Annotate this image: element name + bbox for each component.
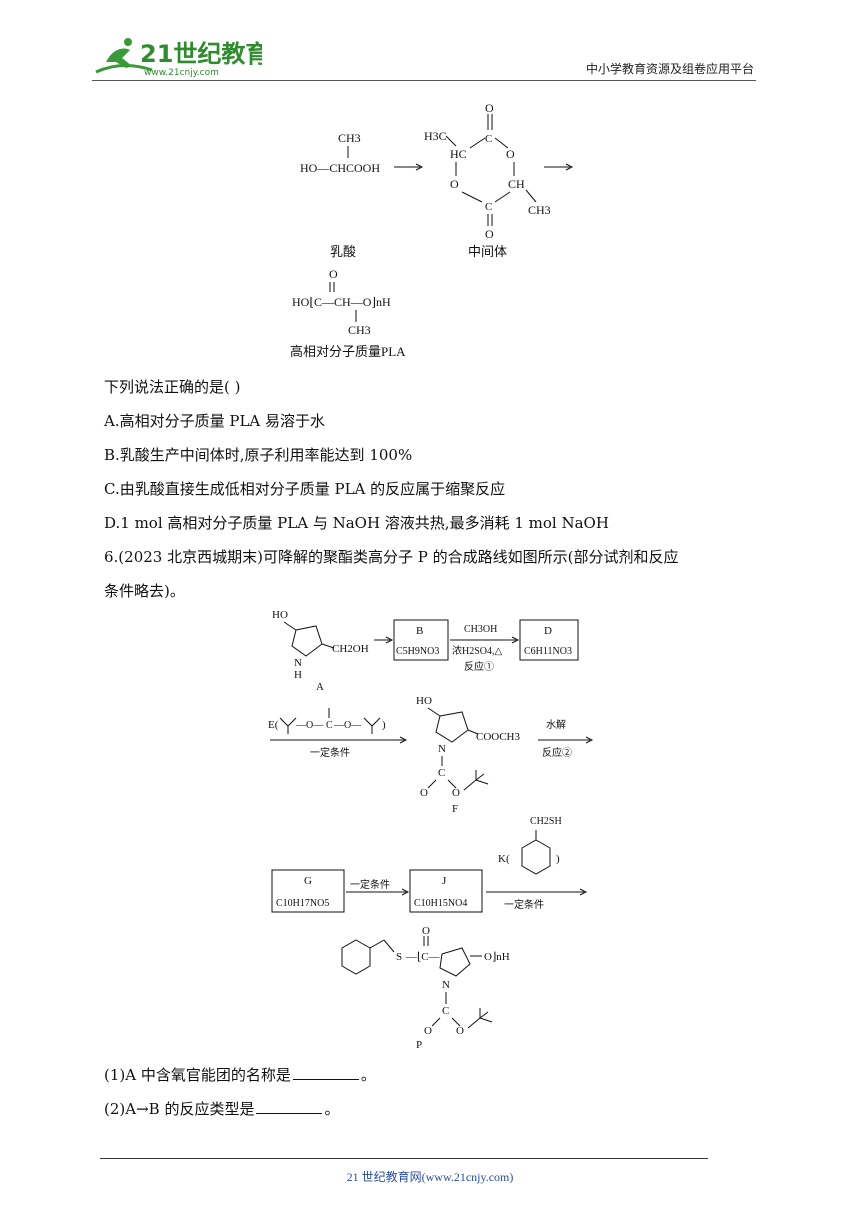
logo-url: www.21cnjy.com: [144, 68, 219, 78]
p-oh: O⌋nH: [484, 951, 510, 963]
mid-o-right: O: [506, 147, 515, 161]
svg-text:C: C: [442, 1005, 449, 1017]
footer-link[interactable]: 21 世纪教育网(www.21cnjy.com): [346, 1170, 514, 1184]
pla-formula: HO⌊C—CH—O⌋nH: [292, 295, 391, 309]
reagent-ch3oh: CH3OH: [464, 624, 497, 635]
f-label: F: [452, 803, 458, 815]
lactic-ch3: CH3: [338, 131, 361, 145]
g-formula: C10H17NO5: [276, 898, 329, 909]
mid-label: 中间体: [468, 244, 507, 259]
reaction-1: 反应①: [464, 660, 494, 673]
svg-text:N: N: [438, 743, 446, 755]
d-formula: C6H11NO3: [524, 646, 572, 657]
pla-ch3: CH3: [348, 323, 371, 337]
d-label: D: [544, 625, 552, 637]
q6-stem-line2: 条件略去)。: [104, 582, 185, 600]
mid-o-top: O: [485, 101, 494, 115]
q6-sub2: (2)A→B 的反应类型是。: [104, 1100, 340, 1118]
lactic-label: 乳酸: [330, 244, 356, 259]
answer-blank-2[interactable]: [256, 1101, 323, 1114]
k-ch2sh: CH2SH: [530, 816, 562, 827]
a-n: N: [294, 657, 302, 669]
answer-blank-1[interactable]: [292, 1067, 359, 1080]
mid-ch3: CH3: [528, 203, 551, 217]
platform-title: 中小学教育资源及组卷应用平台: [585, 62, 754, 76]
svg-text:O: O: [420, 787, 428, 799]
j-label: J: [442, 875, 447, 887]
svg-text:H: H: [294, 669, 302, 681]
svg-text:C: C: [438, 767, 445, 779]
f-ho: HO: [416, 695, 432, 707]
b-formula: C5H9NO3: [396, 646, 439, 657]
footer-divider: [100, 1158, 708, 1159]
mid-o-left: O: [450, 177, 459, 191]
j-formula: C10H15NO4: [414, 898, 467, 909]
svg-text:O: O: [424, 1025, 432, 1037]
p-label: P: [416, 1039, 422, 1050]
p-s: S: [396, 951, 402, 963]
svg-text:): ): [556, 853, 560, 865]
reagent-h2so4: 浓H2SO4,△: [452, 645, 503, 657]
runner-logo-icon: [106, 48, 132, 68]
mid-hc: HC: [450, 147, 467, 161]
logo-text: 21世纪教育: [140, 40, 262, 68]
svg-text:C: C: [485, 201, 492, 213]
f-cooch3: COOCH3: [476, 731, 521, 743]
svg-text:—O—: —O—: [295, 720, 324, 731]
k-label: K(: [498, 853, 510, 865]
b-label: B: [416, 625, 423, 637]
a-ho: HO: [272, 609, 288, 621]
mid-c-top: C: [485, 133, 492, 145]
q5-option-b: B.乳酸生产中间体时,原子利用率能达到 100%: [104, 446, 413, 464]
site-logo: 21世纪教育 www.21cnjy.com: [92, 32, 269, 82]
cond-2: 一定条件: [350, 878, 390, 891]
e-label: E(: [268, 719, 279, 731]
g-label: G: [304, 875, 312, 887]
q6-sub1: (1)A 中含氧官能团的名称是。: [104, 1066, 376, 1084]
q6-stem-line1: 6.(2023 北京西城期末)可降解的聚酯类高分子 P 的合成路线如图所示(部分…: [104, 548, 679, 566]
a-ch2oh: CH2OH: [332, 643, 369, 655]
reaction-2: 反应②: [542, 746, 572, 759]
svg-text:O: O: [422, 925, 430, 937]
svg-text:N: N: [442, 979, 450, 991]
pla-label: 高相对分子质量PLA: [290, 344, 406, 359]
svg-text:O: O: [329, 267, 338, 281]
q5-option-d: D.1 mol 高相对分子质量 PLA 与 NaOH 溶液共热,最多消耗 1 m…: [104, 514, 609, 532]
svg-text:O: O: [456, 1025, 464, 1037]
q5-option-a: A.高相对分子质量 PLA 易溶于水: [104, 412, 326, 430]
svg-text:—⌊C—: —⌊C—: [405, 951, 441, 963]
cond-1: 一定条件: [310, 746, 350, 759]
header-divider: [92, 80, 756, 81]
hydrolysis: 水解: [546, 718, 566, 731]
svg-text:—O—: —O—: [333, 720, 362, 731]
mid-ch: CH: [508, 177, 525, 191]
cond-3: 一定条件: [504, 898, 544, 911]
svg-text:O: O: [452, 787, 460, 799]
svg-text:C: C: [326, 720, 333, 731]
lactic-formula: HO—CHCOOH: [300, 161, 380, 175]
mid-o-bottom: O: [485, 227, 494, 241]
svg-text:): ): [382, 719, 386, 731]
a-label: A: [316, 681, 324, 693]
mid-h3c: H3C: [424, 129, 447, 143]
q5-option-c: C.由乳酸直接生成低相对分子质量 PLA 的反应属于缩聚反应: [104, 480, 506, 498]
q5-stem: 下列说法正确的是( ): [104, 378, 241, 396]
figure-pla-synthesis: CH3 HO—CHCOOH 乳酸 H3C HC O C O CH CH3 O C…: [290, 100, 590, 369]
figure-synthesis-route: HO CH2OH N H A B C5H9NO3 CH3OH 浓H2SO4,△ …: [266, 600, 596, 1054]
